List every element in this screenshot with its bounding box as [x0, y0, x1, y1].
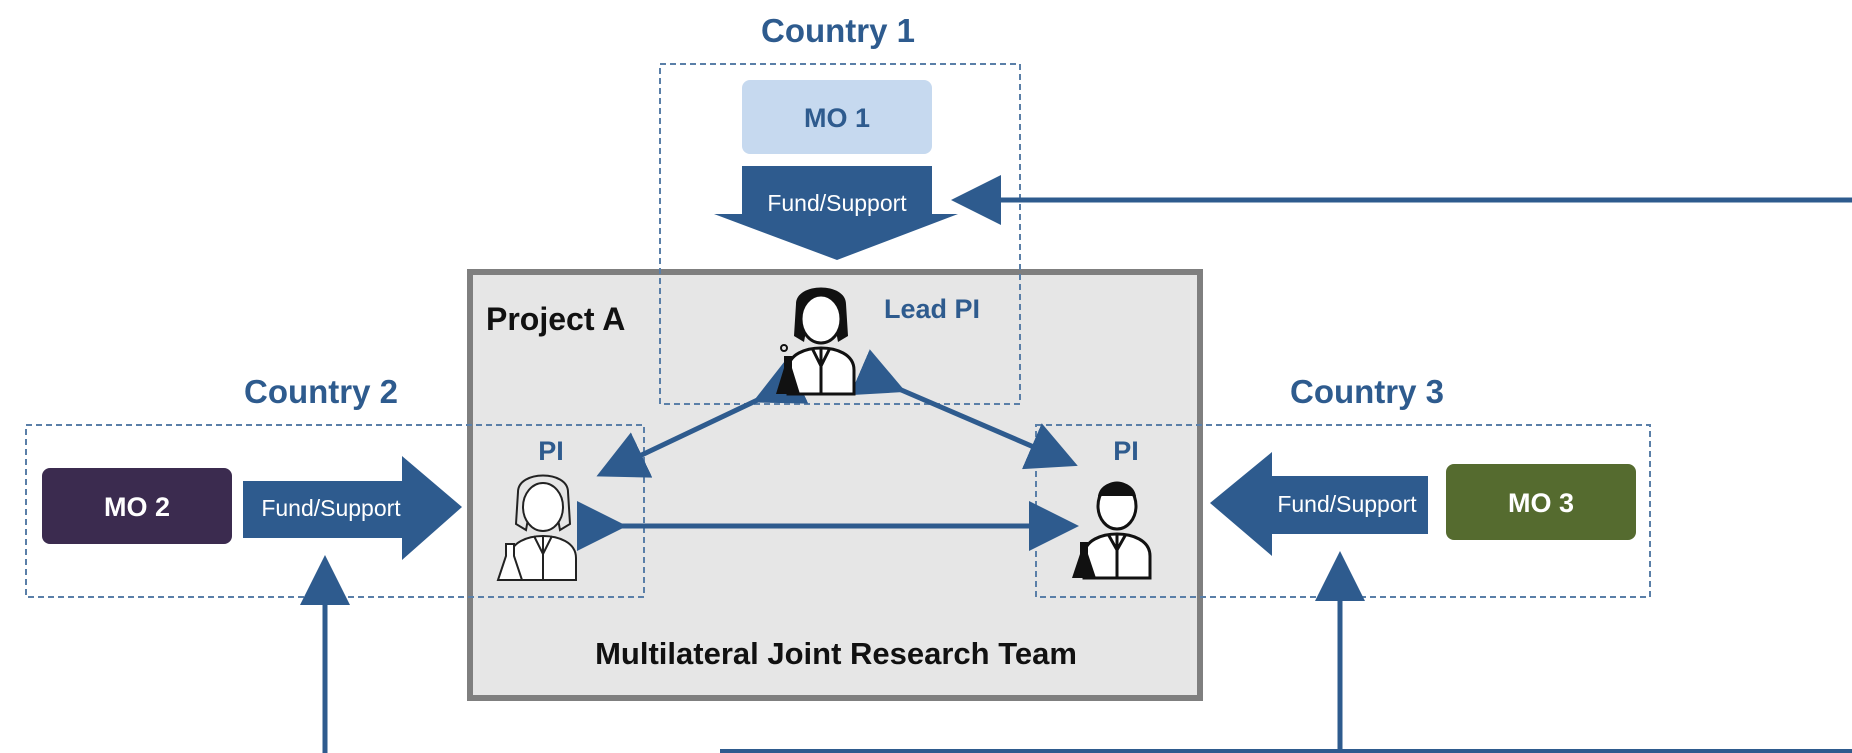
lead-pi-label: Lead PI	[884, 294, 980, 324]
project-title: Project A	[486, 301, 625, 337]
mo2-label: MO 2	[104, 492, 170, 522]
mo1-label: MO 1	[804, 103, 870, 133]
mo3-box	[1446, 464, 1636, 540]
project-box	[467, 269, 1203, 701]
country-1-box	[659, 63, 1021, 405]
fund-label-1: Fund/Support	[767, 190, 907, 216]
country-2-label: Country 2	[244, 373, 398, 410]
mo2-box	[42, 468, 232, 544]
male-scientist-icon	[1072, 481, 1152, 580]
collab-arrow-lead-to-pi3	[849, 349, 1078, 470]
fund-arrow-3	[1210, 452, 1428, 556]
country-1-label: Country 1	[761, 12, 915, 49]
collab-arrow-lead-to-pi2	[596, 358, 809, 478]
fund-arrow-1	[714, 166, 958, 260]
pi2-label: PI	[538, 436, 564, 466]
pi3-label: PI	[1113, 436, 1139, 466]
fund-label-2: Fund/Support	[261, 495, 401, 521]
mo1-box	[742, 80, 932, 154]
female-scientist-icon	[496, 474, 577, 581]
female-scientist-icon	[776, 287, 856, 396]
team-label: Multilateral Joint Research Team	[595, 636, 1077, 671]
fund-arrow-2	[243, 456, 462, 560]
mo3-label: MO 3	[1508, 488, 1574, 518]
fund-label-3: Fund/Support	[1277, 491, 1417, 517]
country-3-label: Country 3	[1290, 373, 1444, 410]
